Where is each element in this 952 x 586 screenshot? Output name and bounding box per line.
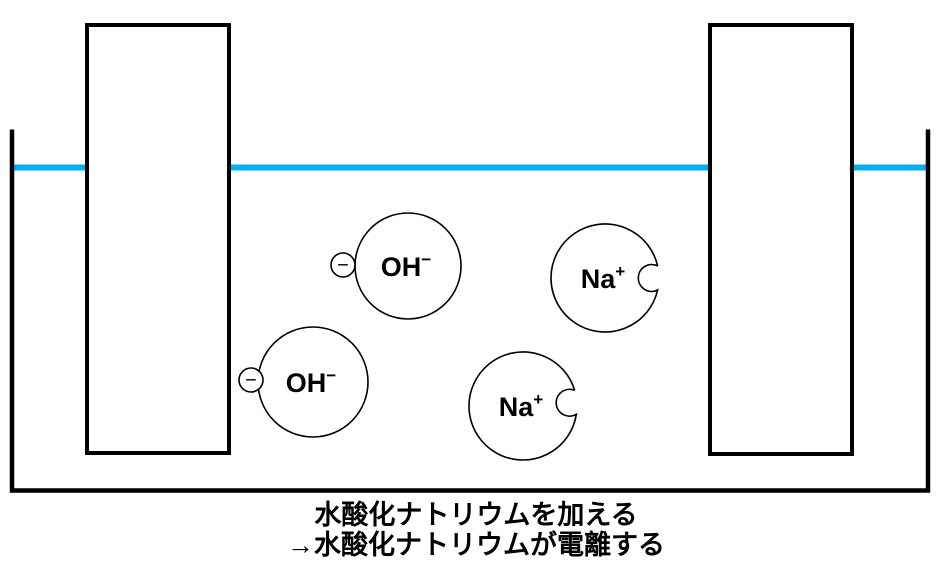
right-electrode bbox=[708, 23, 854, 456]
hydroxide-ion: − OH− bbox=[330, 212, 462, 320]
ion-label: Na+ bbox=[499, 390, 544, 422]
ion-label: OH− bbox=[381, 250, 432, 282]
ion-label: Na+ bbox=[581, 262, 626, 294]
electron-circle bbox=[330, 252, 356, 278]
caption-line-1: 水酸化ナトリウムを加える bbox=[314, 500, 638, 530]
electron-circle bbox=[238, 367, 264, 393]
minus-icon: − bbox=[245, 370, 257, 392]
caption-line-2: →水酸化ナトリウムが電離する bbox=[287, 530, 665, 560]
sodium-ion: Na+ bbox=[550, 223, 659, 333]
sodium-ion: Na+ bbox=[468, 351, 578, 461]
ion-circle-notched bbox=[468, 351, 578, 461]
ion-label: OH− bbox=[286, 366, 337, 398]
hydroxide-ion: − OH− bbox=[238, 326, 369, 438]
beaker-outline bbox=[9, 129, 931, 493]
left-electrode bbox=[85, 23, 231, 455]
ion-circle-notched bbox=[550, 223, 659, 333]
minus-icon: − bbox=[337, 255, 349, 277]
caption: 水酸化ナトリウムを加える →水酸化ナトリウムが電離する bbox=[0, 500, 952, 560]
